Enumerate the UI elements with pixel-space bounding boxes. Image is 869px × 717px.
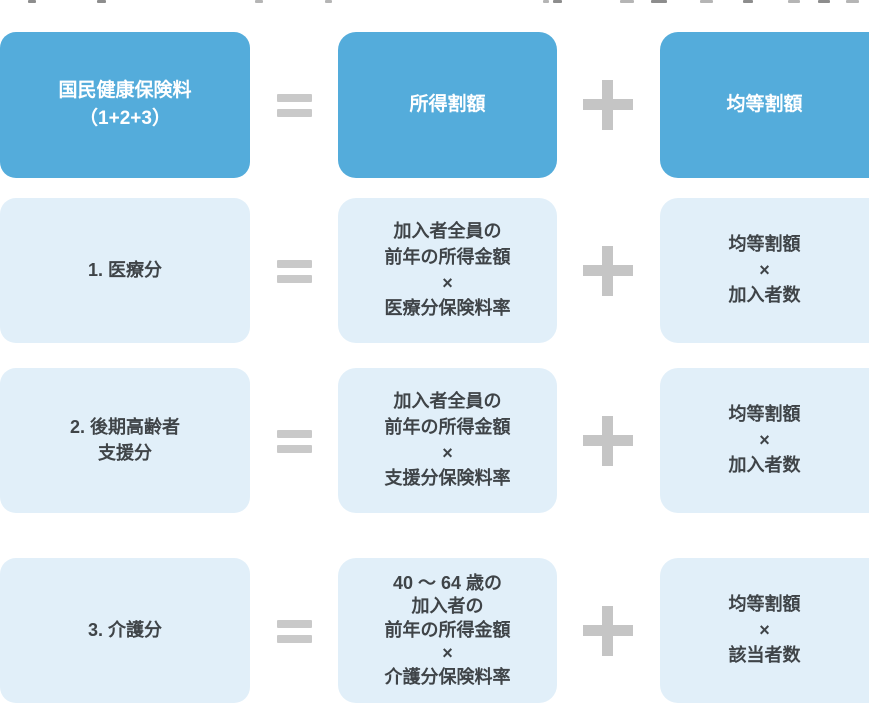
row-medical-income-box: 加入者全員の 前年の所得金額 × 医療分保険料率 (338, 198, 557, 343)
equals-operator (277, 260, 312, 283)
multiply-sign: × (442, 272, 453, 293)
income-share-box: 所得割額 (338, 32, 557, 178)
plus-operator (583, 80, 633, 130)
total-premium-label-line1: 国民健康保険料 (58, 79, 192, 101)
equal-share-label: 均等割額 (726, 93, 803, 115)
equal-share-box: 均等割額 (660, 32, 869, 178)
row-support-capita-box: 均等割額 × 加入者数 (660, 368, 869, 513)
multiply-sign: × (759, 619, 770, 640)
plus-operator (583, 246, 633, 296)
plus-operator (583, 416, 633, 466)
row-medical-name-box: 1. 医療分 (0, 198, 250, 343)
multiply-sign: × (442, 643, 453, 664)
plus-operator (583, 606, 633, 656)
equals-operator (277, 620, 312, 643)
total-premium-label-line2: （1+2+3） (79, 108, 171, 129)
row-support-name-box: 2. 後期高齢者 支援分 (0, 368, 250, 513)
row-care-name: 3. 介護分 (87, 619, 162, 640)
row-support-name-line2: 支援分 (98, 442, 152, 463)
income-share-label: 所得割額 (409, 93, 486, 115)
row-care-capita-box: 均等割額 × 該当者数 (660, 558, 869, 703)
row-support-name-line1: 2. 後期高齢者 (69, 416, 180, 437)
row-care-name-box: 3. 介護分 (0, 558, 250, 703)
row-medical-name: 1. 医療分 (87, 259, 162, 280)
equals-operator (277, 430, 312, 453)
equals-operator (277, 94, 312, 117)
total-premium-box: 国民健康保険料 （1+2+3） (0, 32, 250, 178)
row-care-income-box: 40 ～ 64 歳の 加入者の 前年の所得金額 × 介護分保険料率 (338, 558, 557, 703)
multiply-sign: × (759, 259, 770, 280)
multiply-sign: × (442, 442, 453, 463)
row-medical-capita-box: 均等割額 × 加入者数 (660, 198, 869, 343)
row-support-income-box: 加入者全員の 前年の所得金額 × 支援分保険料率 (338, 368, 557, 513)
multiply-sign: × (759, 429, 770, 450)
